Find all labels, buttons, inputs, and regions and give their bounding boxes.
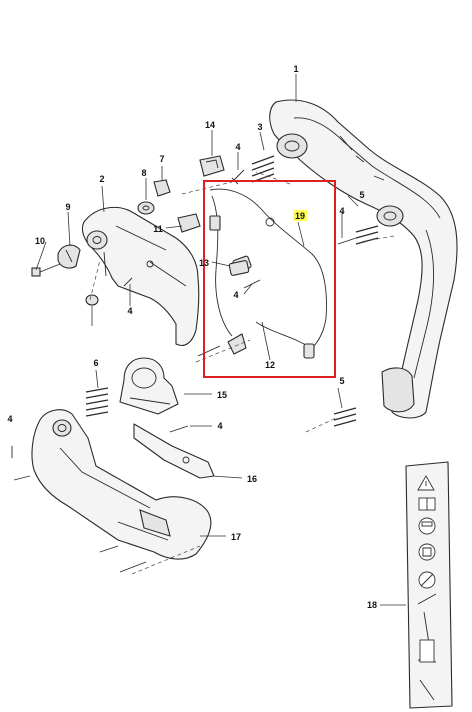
callout-12[interactable]: 12 [265,360,275,370]
callouts: 1 2 3 4 4 4 4 4 4 5 5 6 7 8 9 10 11 12 1… [7,64,377,610]
connector-part-14 [199,155,225,177]
spring-part-3 [251,155,275,183]
callout-15[interactable]: 15 [217,390,227,400]
rear-handle-part-1 [269,99,458,419]
kickback-icon [417,593,437,701]
warning-triangle-icon [417,475,435,491]
callout-16[interactable]: 16 [247,474,257,484]
plug-part-20 [85,294,99,306]
front-handle-assembly [31,409,212,560]
callout-4-d[interactable]: 4 [127,306,132,316]
no-one-handed-use-icon [418,571,436,589]
selection-box [203,180,336,378]
callout-1[interactable]: 1 [293,64,298,74]
callout-10[interactable]: 10 [35,236,45,246]
callout-8[interactable]: 8 [141,168,146,178]
leader-lines [35,74,406,606]
callout-4-e[interactable]: 4 [7,414,12,424]
callout-4-f[interactable]: 4 [217,421,222,431]
spring-part-5-lower [333,407,357,427]
spring-part-6 [85,387,109,417]
callout-3[interactable]: 3 [257,122,262,132]
callout-6[interactable]: 6 [93,358,98,368]
callout-5-b[interactable]: 5 [339,376,344,386]
bolt-part-10 [31,263,61,277]
wing-screw-part-9 [57,244,81,269]
callout-4-c[interactable]: 4 [233,290,238,300]
trigger-plate-part-16 [133,423,215,479]
nut-part-7 [153,166,171,197]
ppe-icon [418,517,436,535]
protective-gloves-icon [418,543,436,561]
clip-part-11 [177,213,201,233]
callout-11[interactable]: 11 [153,224,163,234]
callout-17[interactable]: 17 [231,532,241,542]
callout-7[interactable]: 7 [159,154,164,164]
warning-decal-part-18 [405,461,453,709]
washer-part-8 [137,201,155,215]
cable-harness-part-19 [209,188,327,359]
callout-19[interactable]: 19 [295,211,305,221]
callout-5-a[interactable]: 5 [359,190,364,200]
callout-2[interactable]: 2 [99,174,104,184]
handle-housing-part-2 [81,206,200,347]
callout-4-a[interactable]: 4 [235,142,240,152]
callout-18[interactable]: 18 [367,600,377,610]
spring-part-5-upper [355,225,379,245]
callout-13[interactable]: 13 [199,258,209,268]
bracket-part-15 [119,357,179,415]
callout-4-b[interactable]: 4 [339,206,344,216]
block-part-13 [228,260,250,276]
callout-highlight [293,210,307,221]
read-manual-icon [418,497,436,511]
callout-9[interactable]: 9 [65,202,70,212]
callout-14[interactable]: 14 [205,120,215,130]
